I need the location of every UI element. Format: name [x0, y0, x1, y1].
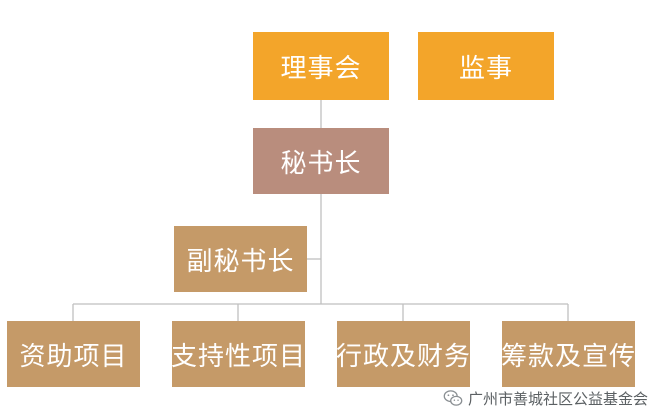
supervisor-label: 监事: [458, 53, 513, 84]
secretary-general-box: 秘书长: [253, 128, 389, 194]
secretary-general-label: 秘书长: [280, 148, 362, 179]
department-box-grants: 资助项目: [7, 321, 140, 387]
department-label: 资助项目: [19, 341, 128, 372]
watermark-text: 广州市善城社区公益基金会: [467, 389, 648, 408]
department-label: 支持性项目: [171, 341, 307, 372]
department-label: 筹款及宣传: [501, 341, 637, 372]
watermark: 广州市善城社区公益基金会: [442, 387, 648, 409]
department-box-fundraising: 筹款及宣传: [501, 321, 637, 387]
board-label: 理事会: [280, 53, 362, 84]
department-box-admin-finance: 行政及财务: [336, 321, 472, 387]
board-box: 理事会: [253, 32, 389, 100]
deputy-secretary-general-box: 副秘书长: [174, 226, 307, 292]
supervisor-box: 监事: [418, 32, 554, 100]
deputy-secretary-general-label: 副秘书长: [186, 246, 295, 277]
department-box-support: 支持性项目: [171, 321, 307, 387]
wechat-icon: [443, 390, 463, 406]
department-label: 行政及财务: [336, 341, 472, 372]
